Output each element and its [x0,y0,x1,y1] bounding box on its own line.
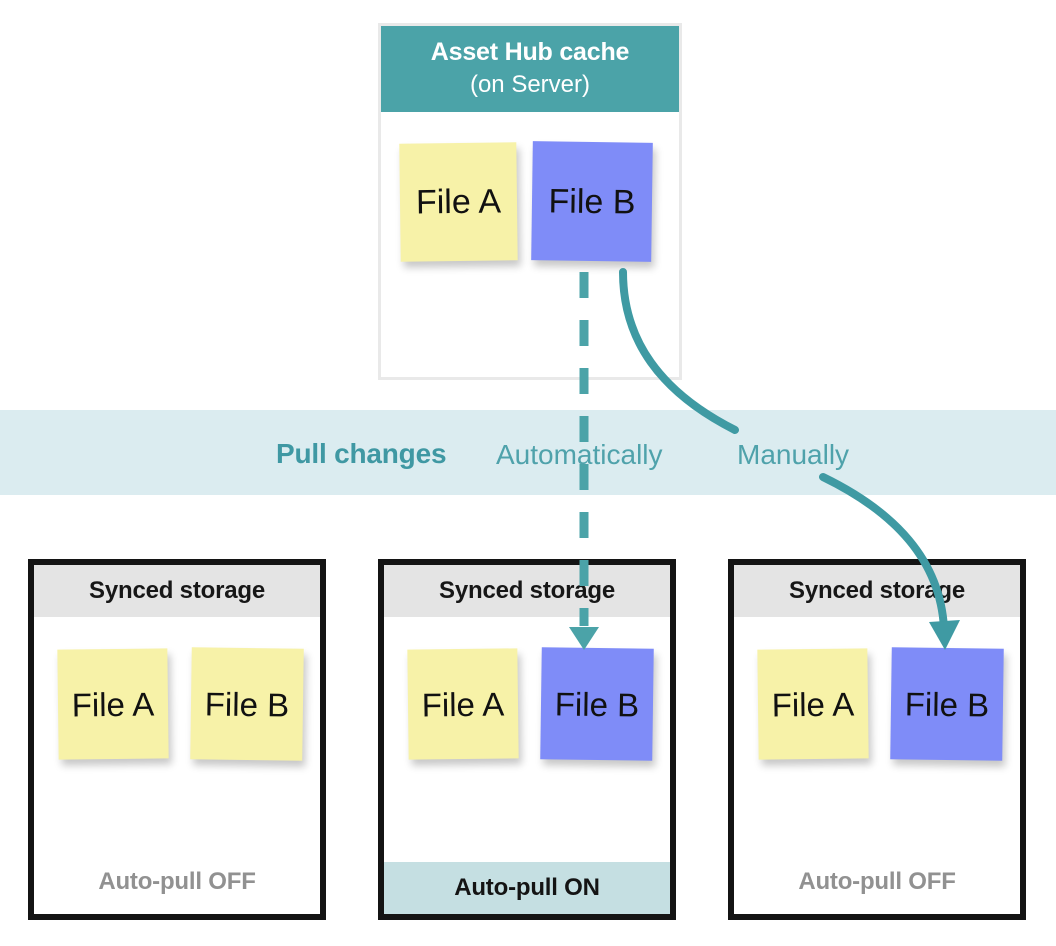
asset-hub-cache-title: Asset Hub cache [430,38,630,66]
storage-note-file-b[interactable]: File B [540,647,654,761]
cache-note-file-a[interactable]: File A [399,142,518,262]
cache-note-file-b[interactable]: File B [531,141,653,262]
auto-pull-status: Auto-pull OFF [98,868,256,895]
synced-storage-notes: File A File B [34,617,320,807]
pull-changes-label: Pull changes [276,438,447,469]
auto-pull-status: Auto-pull OFF [798,868,956,895]
automatically-label: Automatically [496,439,663,470]
note-label: File A [771,684,855,724]
storage-note-file-a[interactable]: File A [57,648,169,760]
synced-storage-notes: File A File B [734,617,1020,807]
synced-storage-header: Synced storage [384,565,670,617]
synced-storage-box-left: Synced storage File A File B Auto-pull O… [28,559,326,920]
note-label: File B [554,684,640,724]
asset-hub-cache-header: Asset Hub cache (on Server) [381,26,679,112]
storage-note-file-a[interactable]: File A [407,648,519,760]
storage-note-file-a[interactable]: File A [757,648,869,760]
synced-storage-header: Synced storage [34,565,320,617]
storage-note-file-b[interactable]: File B [890,647,1004,761]
note-label: File B [548,181,636,222]
synced-storage-header: Synced storage [734,565,1020,617]
note-label: File A [415,182,502,222]
note-label: File B [904,684,990,724]
auto-pull-status: Auto-pull ON [384,862,670,914]
note-label: File A [71,684,155,724]
synced-storage-box-right: Synced storage File A File B Auto-pull O… [728,559,1026,920]
synced-storage-box-middle: Synced storage File A File B Auto-pull O… [378,559,676,920]
asset-hub-cache-subtitle: (on Server) [469,71,591,98]
note-label: File B [204,684,290,724]
note-label: File A [421,684,505,724]
manually-label: Manually [737,439,850,470]
storage-note-file-b[interactable]: File B [190,647,304,761]
synced-storage-notes: File A File B [384,617,670,807]
